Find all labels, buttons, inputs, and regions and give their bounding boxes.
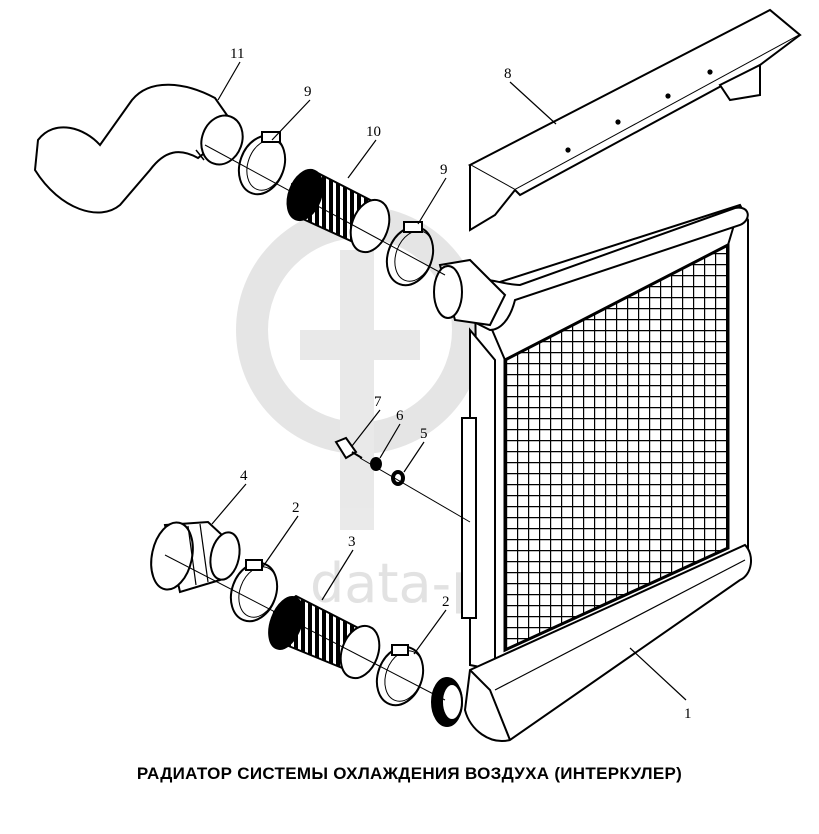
part-6-washer (370, 457, 382, 471)
callout-leader-lines (211, 61, 687, 701)
part-8-top-bracket (467, 8, 802, 232)
callout-9-upper: 9 (304, 84, 312, 100)
part-11-upper-hose (33, 83, 244, 214)
part-9-clamp-lower (385, 221, 435, 287)
callout-1: 1 (684, 706, 692, 722)
callout-7: 7 (374, 394, 382, 410)
part-9-clamp-upper (237, 131, 287, 196)
part-5-washer (391, 470, 405, 486)
callout-3: 3 (348, 534, 356, 550)
callout-11: 11 (230, 46, 244, 62)
callout-5: 5 (420, 426, 428, 442)
part-7-bolt (334, 436, 363, 460)
part-3-lower-bellows (268, 594, 381, 680)
part-4-lower-adapter (150, 520, 241, 594)
callout-2-upper: 2 (292, 500, 300, 516)
watermark-logo (236, 206, 484, 530)
callout-4: 4 (240, 468, 248, 484)
callout-2-lower: 2 (442, 594, 450, 610)
callout-6: 6 (396, 408, 404, 424)
assembly-centerlines (164, 144, 446, 701)
diagram-caption: РАДИАТОР СИСТЕМЫ ОХЛАЖДЕНИЯ ВОЗДУХА (ИНТ… (136, 764, 683, 783)
part-10-upper-bellows (286, 168, 391, 254)
callout-8: 8 (504, 66, 512, 82)
callout-10: 10 (366, 124, 381, 140)
part-1-intercooler-core (431, 203, 752, 742)
callout-9-lower: 9 (440, 162, 448, 178)
bolt-axis-line (359, 457, 471, 523)
